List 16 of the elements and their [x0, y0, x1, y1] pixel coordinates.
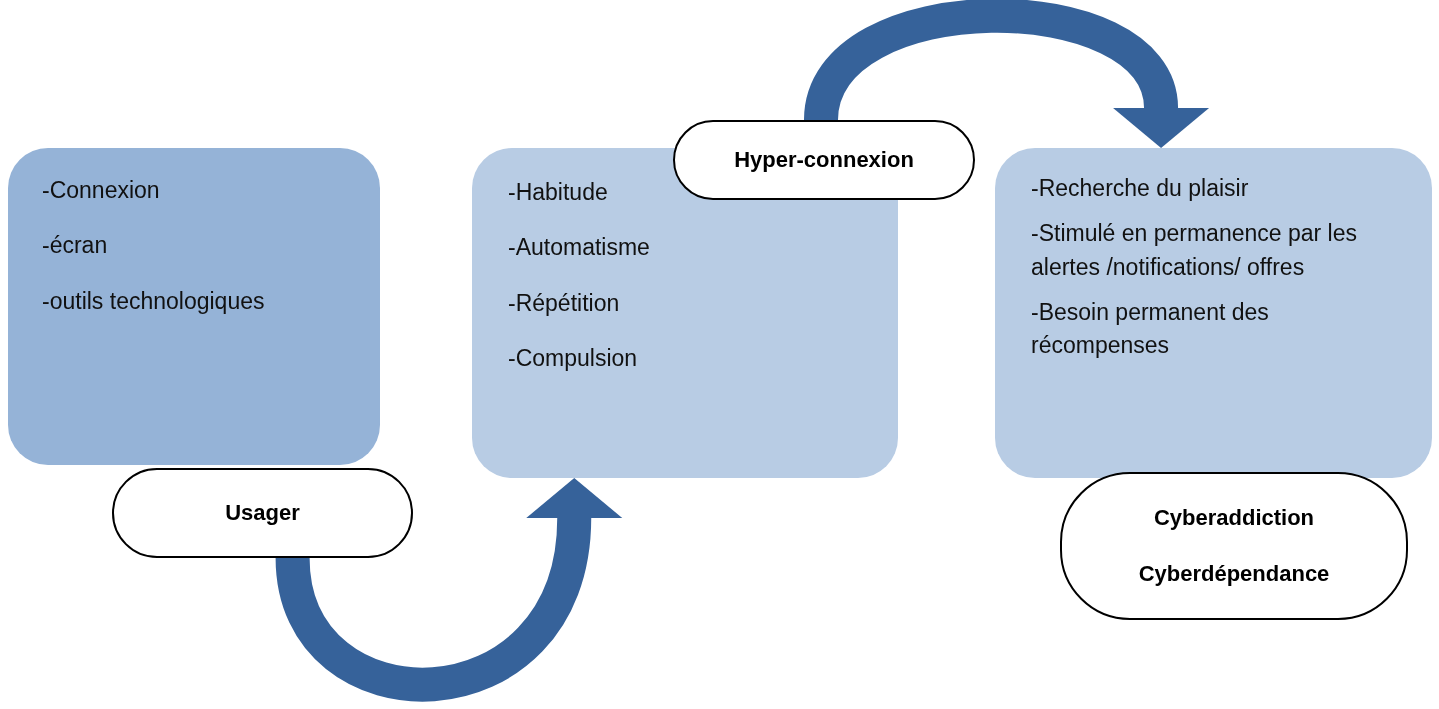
- list-item: -Répétition: [508, 288, 621, 318]
- stage-title: Cyberaddiction: [1153, 505, 1315, 531]
- list-item: -Compulsion: [508, 344, 639, 374]
- list-item: -Recherche du plaisir: [1031, 174, 1250, 203]
- list-item: -Connexion: [42, 176, 161, 205]
- stage-title: Hyper-connexion: [734, 147, 914, 173]
- stage-title: Cyberdépendance: [1138, 561, 1330, 587]
- list-item: -Habitude: [508, 178, 609, 207]
- stage-title: Usager: [225, 500, 300, 526]
- list-item: -Stimulé en permanence par les alertes /notifications/ offres: [1031, 219, 1358, 282]
- list-item: -outils technologiques: [42, 286, 266, 316]
- list-item: -Besoin permanent des récompenses: [1031, 298, 1270, 361]
- rounded-box: [995, 148, 1432, 478]
- list-item: -Automatisme: [508, 233, 651, 263]
- list-item: -écran: [42, 231, 109, 261]
- rounded-box: [8, 148, 380, 465]
